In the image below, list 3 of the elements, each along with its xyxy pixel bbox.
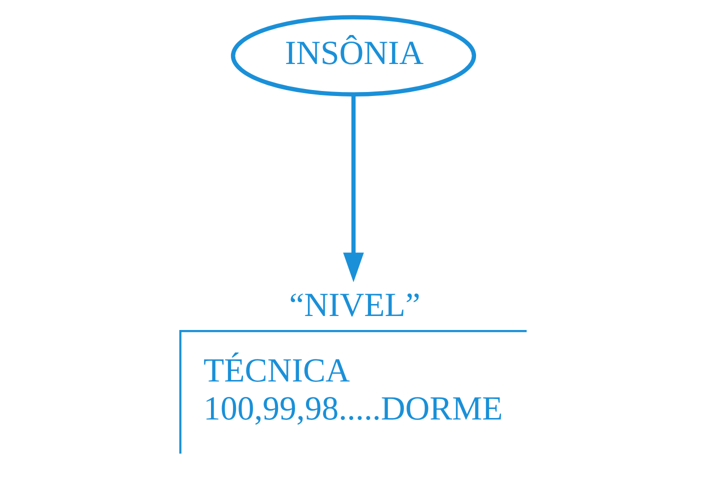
node-ellipse: INSÔNIA	[230, 15, 476, 96]
node-text: “NIVEL” TÉCNICA 100,99,98.....DORME	[204, 286, 503, 428]
arrow	[343, 95, 364, 282]
